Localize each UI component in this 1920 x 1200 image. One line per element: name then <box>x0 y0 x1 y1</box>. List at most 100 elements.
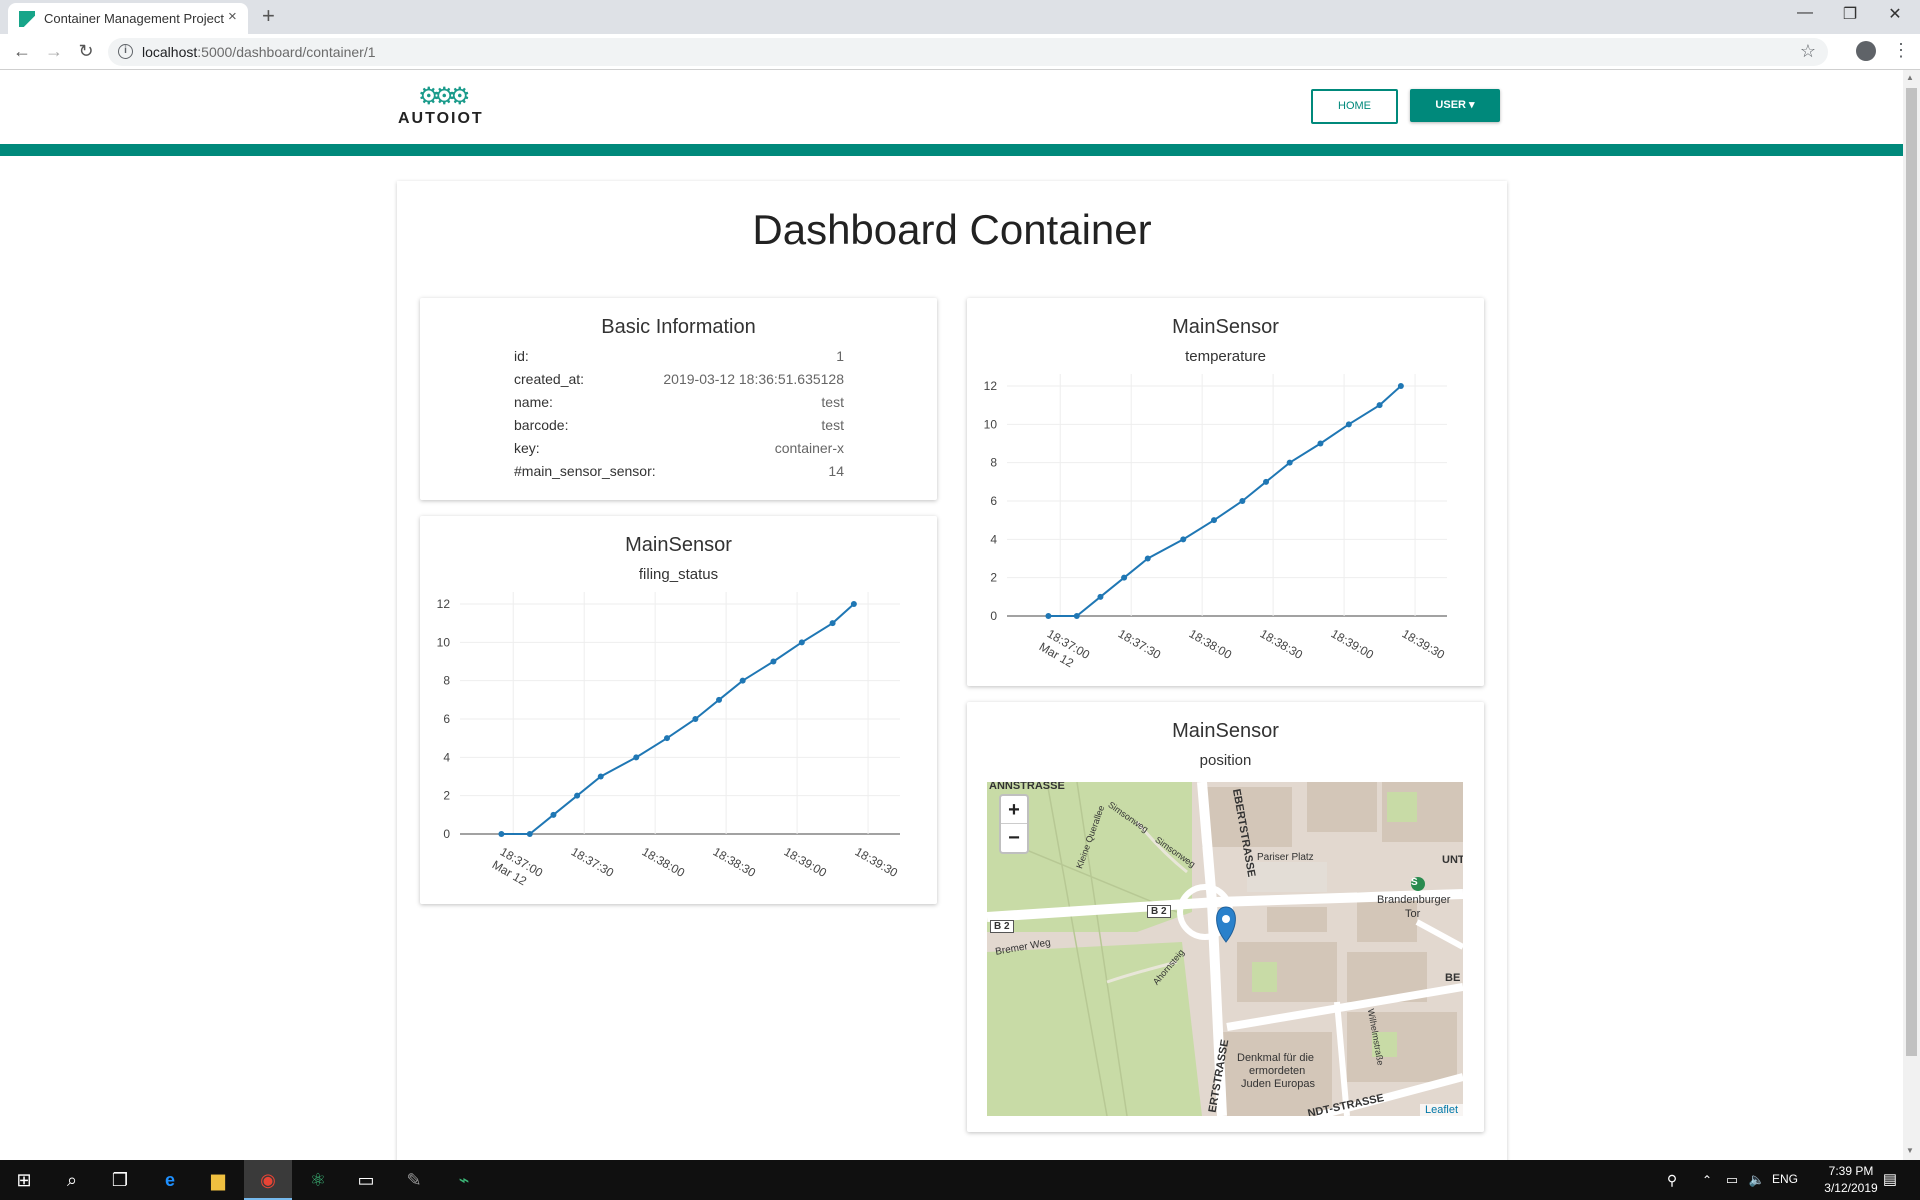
sensor-title: MainSensor <box>1172 720 1279 742</box>
address-bar: ← → ↻ i localhost:5000/dashboard/contain… <box>0 34 1920 70</box>
map-label: ANNSTRASSE <box>989 782 1065 792</box>
user-dropdown-button[interactable]: USER ▾ <box>1410 89 1500 122</box>
url-input[interactable]: i localhost:5000/dashboard/container/1 ☆ <box>108 38 1828 66</box>
forward-icon[interactable]: → <box>45 41 63 61</box>
map-label: B 2 <box>1147 905 1171 918</box>
site-info-icon[interactable]: i <box>118 44 133 59</box>
edge-browser-icon[interactable]: e <box>164 1170 175 1190</box>
browser-tab-strip: Container Management Project × + — ❐ ✕ <box>0 0 1920 34</box>
clock-time[interactable]: 7:39 PM <box>1828 1164 1874 1178</box>
browser-menu-icon[interactable]: ⋮ <box>1892 40 1910 60</box>
data-point <box>1239 498 1246 504</box>
clock-date[interactable]: 3/12/2019 <box>1824 1181 1878 1195</box>
x-tick-label: 18:39:00 <box>782 844 830 880</box>
data-point <box>1097 593 1104 600</box>
info-row: #main_sensor_sensor: 14 <box>514 463 844 486</box>
chrome-taskbar-slot[interactable]: ◉ <box>244 1160 292 1200</box>
task-view-icon[interactable]: ❐ <box>111 1170 129 1190</box>
info-key: name: <box>514 394 553 410</box>
favicon-icon <box>19 11 35 27</box>
windows-start-icon[interactable]: ⊞ <box>16 1170 32 1190</box>
bookmark-star-icon[interactable]: ☆ <box>1799 41 1816 61</box>
tab-close-icon[interactable]: × <box>228 8 237 25</box>
chrome-icon: ◉ <box>260 1170 276 1190</box>
info-value: 2019-03-12 18:36:51.635128 <box>663 371 844 387</box>
x-tick-label: 18:38:30 <box>711 844 759 880</box>
data-point <box>1345 421 1352 428</box>
x-tick-label: 18:38:00 <box>1187 626 1235 662</box>
file-explorer-icon[interactable]: ▆ <box>211 1170 225 1190</box>
back-icon[interactable]: ← <box>13 41 31 61</box>
map-label: Denkmal für die <box>1237 1052 1315 1064</box>
data-point <box>1210 517 1217 524</box>
map-label: BE <box>1445 972 1461 984</box>
sensor-title: MainSensor <box>625 534 732 556</box>
data-point <box>1376 402 1383 409</box>
info-key: id: <box>514 348 529 364</box>
language-indicator[interactable]: ENG <box>1772 1172 1799 1186</box>
data-point <box>692 716 699 722</box>
y-tick-label: 2 <box>990 571 997 585</box>
tray-chevron-icon[interactable]: ⌃ <box>1701 1173 1713 1187</box>
page-title: Dashboard Container <box>752 206 1152 253</box>
y-tick-label: 2 <box>443 789 450 803</box>
info-key: barcode: <box>514 417 569 433</box>
data-point <box>597 773 604 780</box>
data-point <box>1317 440 1324 447</box>
zoom-in-button[interactable]: + <box>1001 796 1027 824</box>
data-point <box>574 792 581 799</box>
basic-info-title: Basic Information <box>601 316 756 338</box>
home-button[interactable]: HOME <box>1311 89 1398 124</box>
network-icon[interactable]: ▭ <box>1725 1172 1739 1187</box>
restore-icon[interactable]: ❐ <box>1842 6 1858 23</box>
paint-icon[interactable]: ✎ <box>406 1170 422 1190</box>
window-close-icon[interactable]: ✕ <box>1888 6 1902 23</box>
position-map[interactable]: ANNSTRASSE EBERTSTRASSE Pariser Platz UN… <box>987 782 1463 1116</box>
map-label: ermordeten <box>1249 1065 1306 1077</box>
zoom-out-button[interactable]: − <box>1008 827 1020 849</box>
info-row: name: test <box>514 394 844 417</box>
reload-icon[interactable]: ↻ <box>78 41 94 61</box>
dashboard-container: Dashboard Container Basic Information id… <box>397 181 1507 1160</box>
notifications-icon[interactable]: ▤ <box>1882 1171 1898 1188</box>
map-label: Pariser Platz <box>1257 852 1314 863</box>
profile-icon[interactable] <box>1856 41 1876 61</box>
page-scrollbar[interactable]: ▲ ▼ <box>1903 70 1920 1160</box>
leaflet-attribution-link[interactable]: Leaflet <box>1419 1104 1463 1116</box>
new-tab-button[interactable]: + <box>262 3 275 28</box>
y-tick-label: 8 <box>443 674 450 688</box>
y-tick-label: 0 <box>990 609 997 623</box>
map-label: Brandenburger <box>1377 894 1451 906</box>
scroll-up-icon[interactable]: ▲ <box>1906 73 1914 82</box>
map-label: B 2 <box>990 920 1014 933</box>
volume-icon[interactable]: 🔈 <box>1748 1172 1766 1187</box>
app-icon[interactable]: ⌁ <box>458 1170 470 1190</box>
scroll-down-icon[interactable]: ▼ <box>1906 1146 1914 1155</box>
navbar-accent-bar <box>0 144 1903 156</box>
terminal-icon[interactable]: ▭ <box>357 1170 375 1190</box>
logo-text: AUTOIOT <box>398 110 484 127</box>
data-point <box>1286 459 1293 466</box>
atom-editor-icon[interactable]: ⚛ <box>309 1170 327 1190</box>
data-point <box>550 811 557 818</box>
minimize-icon[interactable]: — <box>1797 4 1813 21</box>
autoiot-logo[interactable]: ⚙⚙⚙ AUTOIOT <box>398 82 484 130</box>
series-line <box>1048 385 1402 617</box>
tab-title: Container Management Project <box>44 11 224 26</box>
browser-tab[interactable]: Container Management Project × <box>8 3 248 34</box>
search-icon[interactable]: ⌕ <box>66 1170 78 1190</box>
x-tick-label: 18:39:00 <box>1329 626 1377 662</box>
data-point <box>716 696 723 703</box>
people-icon[interactable]: ⚲ <box>1666 1172 1678 1188</box>
data-point <box>1073 613 1080 619</box>
x-tick-label: 18:39:30 <box>853 844 901 880</box>
x-tick-label: 18:39:30 <box>1400 626 1448 662</box>
data-point <box>633 754 640 761</box>
y-tick-label: 6 <box>443 712 450 726</box>
sensor-subtitle: temperature <box>1185 348 1266 365</box>
x-tick-label: 18:38:30 <box>1258 626 1306 662</box>
scrollbar-thumb[interactable] <box>1906 88 1917 1056</box>
